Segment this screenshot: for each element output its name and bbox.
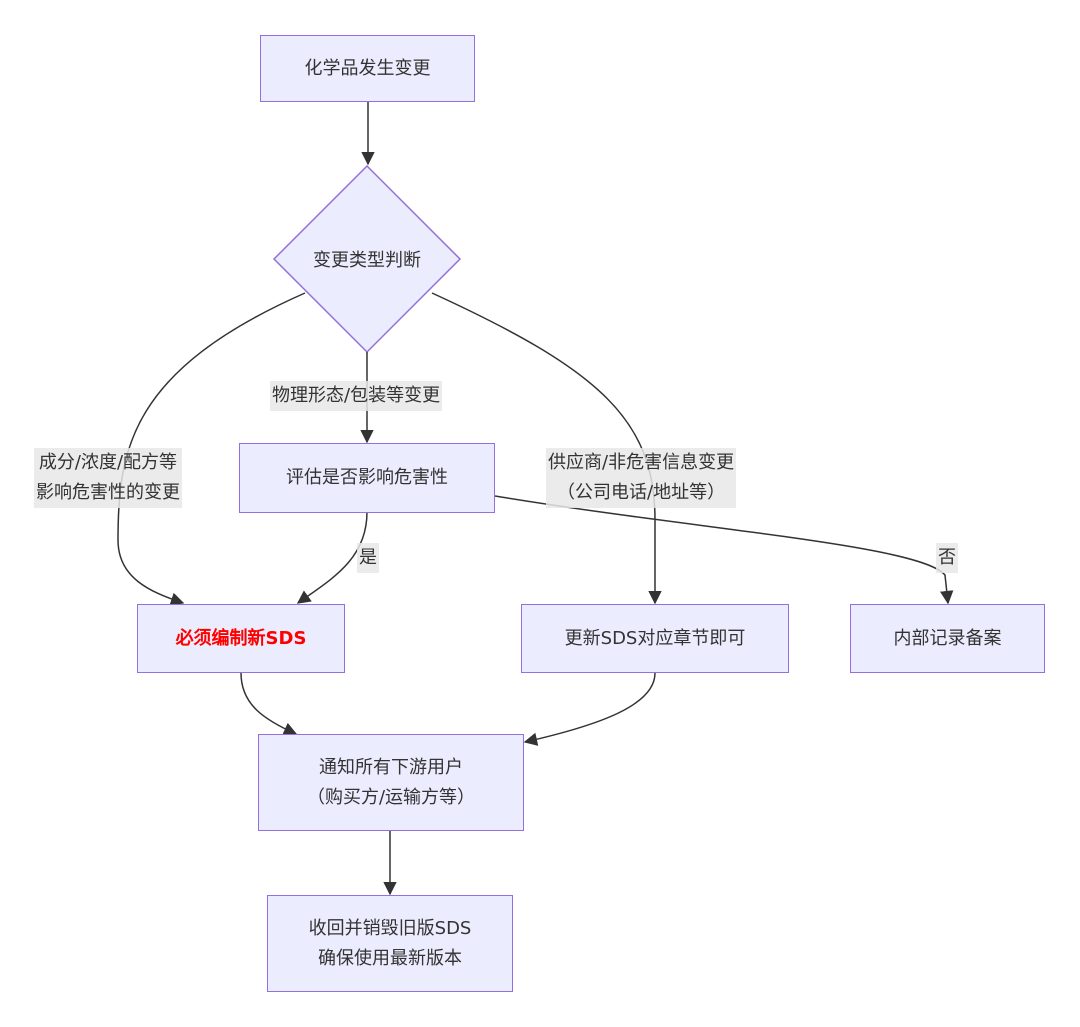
node-recall-line2: 确保使用最新版本: [318, 947, 462, 969]
edge-assess-no-to-internal: [494, 495, 954, 605]
edge-label-composition-line2: 影响危害性的变更: [36, 482, 180, 503]
edge-label-no-text: 否: [938, 547, 956, 568]
edge-update-to-notify: [523, 672, 656, 746]
edge-newsds-to-notify: [240, 672, 298, 736]
edge-label-no: 否: [936, 543, 958, 573]
node-internal-record-label: 内部记录备案: [893, 627, 1002, 649]
edge-label-supplier-line2: （公司电话/地址等）: [557, 482, 726, 503]
node-notify-users: 通知所有下游用户 （购买方/运输方等）: [258, 734, 524, 831]
node-notify-line2: （购买方/运输方等）: [306, 786, 476, 808]
edge-label-yes-text: 是: [359, 547, 377, 568]
node-new-sds-label: 必须编制新SDS: [175, 627, 307, 649]
node-new-sds: 必须编制新SDS: [137, 604, 345, 673]
node-notify-line1: 通知所有下游用户: [319, 756, 463, 778]
node-update-sds-label: 更新SDS对应章节即可: [564, 627, 746, 649]
node-assess-hazard: 评估是否影响危害性: [239, 443, 495, 513]
node-recall-old-sds: 收回并销毁旧版SDS 确保使用最新版本: [267, 895, 513, 992]
edge-label-composition: 成分/浓度/配方等 影响危害性的变更: [34, 448, 182, 508]
node-assess-hazard-label: 评估是否影响危害性: [286, 467, 448, 488]
node-internal-record: 内部记录备案: [850, 604, 1045, 673]
edge-label-physical-text: 物理形态/包装等变更: [272, 385, 441, 406]
edge-label-supplier-line1: 供应商/非危害信息变更: [548, 452, 735, 473]
edge-assess-yes-to-newsds: [296, 511, 368, 604]
edge-label-yes: 是: [357, 543, 379, 573]
edge-label-composition-line1: 成分/浓度/配方等: [38, 452, 178, 473]
edge-label-physical: 物理形态/包装等变更: [270, 381, 443, 411]
node-chemical-change: 化学品发生变更: [260, 35, 475, 102]
node-recall-line1: 收回并销毁旧版SDS: [308, 917, 472, 939]
decision-label: 变更类型判断: [313, 250, 421, 271]
edge-label-supplier: 供应商/非危害信息变更 （公司电话/地址等）: [546, 448, 737, 508]
node-chemical-change-label: 化学品发生变更: [304, 57, 431, 79]
node-update-sds: 更新SDS对应章节即可: [521, 604, 789, 673]
node-change-type-decision: 变更类型判断: [274, 240, 460, 278]
